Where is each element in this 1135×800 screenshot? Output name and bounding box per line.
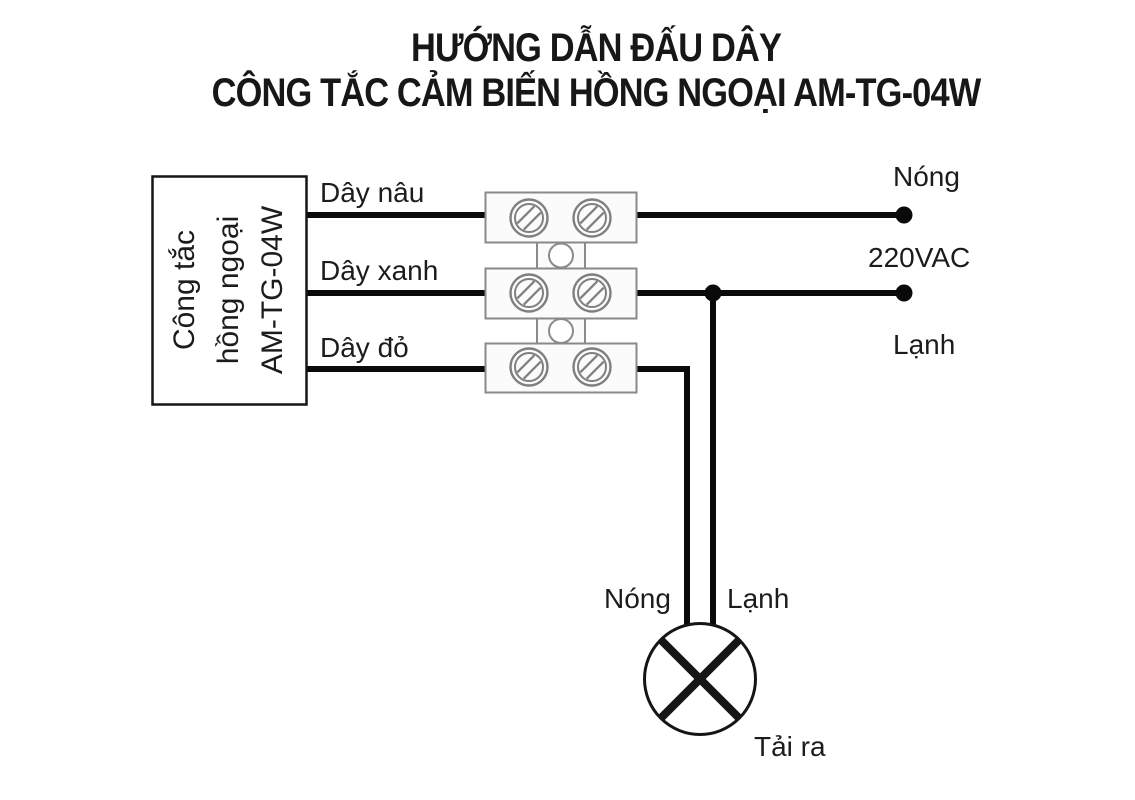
device-box (151, 175, 308, 406)
supply-hot-dot (895, 206, 913, 224)
terminal-segment (484, 342, 638, 394)
page-title-line2: CÔNG TẮC CẢM BIẾN HỒNG NGOẠI AM-TG-04W (211, 71, 982, 115)
load-neutral-label: Lạnh (727, 583, 790, 614)
terminal-block-icon (484, 191, 638, 394)
connection-dots (704, 206, 913, 302)
terminal-divider-hole (548, 318, 574, 344)
device-name-line2: hồng ngoại (212, 215, 246, 365)
load-output-label: Tải ra (754, 731, 826, 762)
terminal-segment (484, 267, 638, 320)
screw-terminal-icon (572, 273, 612, 313)
supply-voltage-label: 220VAC (868, 242, 971, 273)
terminal-screws (509, 198, 612, 387)
wire-red-label: Dây đỏ (320, 332, 409, 363)
screw-terminal-icon (509, 273, 549, 313)
junction-dot (704, 284, 722, 302)
screw-terminal-icon (572, 347, 612, 387)
screw-terminal-icon (572, 198, 612, 238)
supply-neutral-dot (895, 284, 913, 302)
page-title: HƯỚNG DẪN ĐẤU DÂY CÔNG TẮC CẢM BIẾN HỒNG… (83, 26, 1108, 116)
screw-terminal-icon (509, 347, 549, 387)
load-hot-label: Nóng (604, 583, 671, 614)
screw-terminal-icon (509, 198, 549, 238)
wire-red-line (307, 366, 690, 625)
page-title-line1: HƯỚNG DẪN ĐẤU DÂY (410, 26, 782, 70)
lamp-load-icon (643, 622, 757, 736)
device-box-label: Công tắc hồng ngoại AM-TG-04W (152, 176, 307, 404)
device-name-line1: Công tắc (168, 229, 202, 351)
terminal-segment (484, 191, 638, 244)
supply-neutral-label: Lạnh (893, 329, 956, 360)
supply-hot-label: Nóng (893, 161, 960, 192)
terminal-divider-hole (548, 242, 574, 269)
device-name-line3: AM-TG-04W (256, 205, 290, 375)
wire-brown-label: Dây nâu (320, 177, 425, 208)
wire-blue-label: Dây xanh (320, 255, 439, 286)
